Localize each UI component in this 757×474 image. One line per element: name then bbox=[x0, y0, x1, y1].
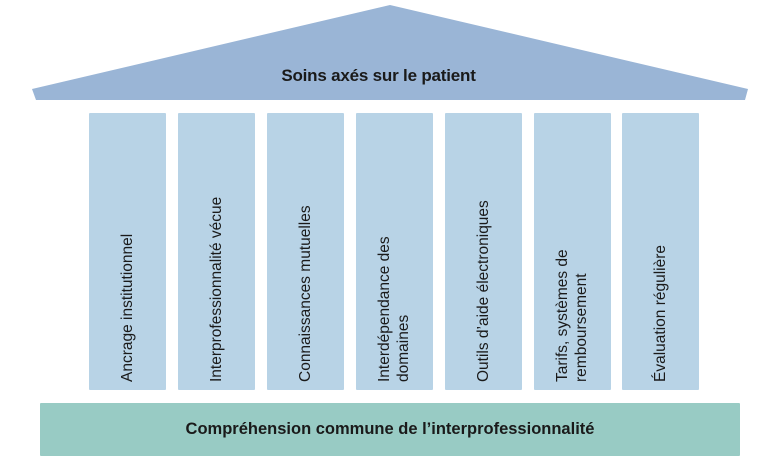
pillar-label-line: Évaluation régulière bbox=[651, 244, 669, 382]
foundation-label: Compréhension commune de l’interprofessi… bbox=[185, 420, 595, 438]
pillar: Évaluation régulière bbox=[622, 113, 699, 390]
pillar-label-line: Tarifs, systèmes de bbox=[554, 249, 571, 382]
pillar-label-line: domaines bbox=[395, 314, 412, 382]
pillar-label: Outils d’aide électroniques bbox=[474, 200, 493, 382]
pillar-label-line: Interdépendance des bbox=[376, 236, 393, 382]
pillar-label-line: Interprofessionnalité vécue bbox=[207, 196, 225, 382]
roof-label: Soins axés sur le patient bbox=[281, 66, 476, 85]
pillar-label-line: Outils d’aide électroniques bbox=[474, 200, 492, 382]
pillar: Ancrage institutionnel bbox=[89, 113, 166, 390]
pillar: Interprofessionnalité vécue bbox=[178, 113, 255, 390]
roof-shape bbox=[32, 5, 748, 100]
foundation: Compréhension commune de l’interprofessi… bbox=[40, 403, 740, 456]
pillar: Outils d’aide électroniques bbox=[445, 113, 522, 390]
roof bbox=[32, 5, 748, 100]
pillar: Connaissances mutuelles bbox=[267, 113, 344, 390]
pillar-label-line: Connaissances mutuelles bbox=[296, 205, 314, 382]
pillar-label-line: remboursement bbox=[573, 273, 590, 382]
pillar-label: Évaluation régulière bbox=[651, 245, 670, 382]
pillar-label: Interprofessionnalité vécue bbox=[207, 197, 226, 382]
pillar-label: Ancrage institutionnel bbox=[118, 234, 137, 382]
pillar-label: Connaissances mutuelles bbox=[296, 205, 315, 382]
pillar-label-line: Ancrage institutionnel bbox=[118, 233, 136, 382]
